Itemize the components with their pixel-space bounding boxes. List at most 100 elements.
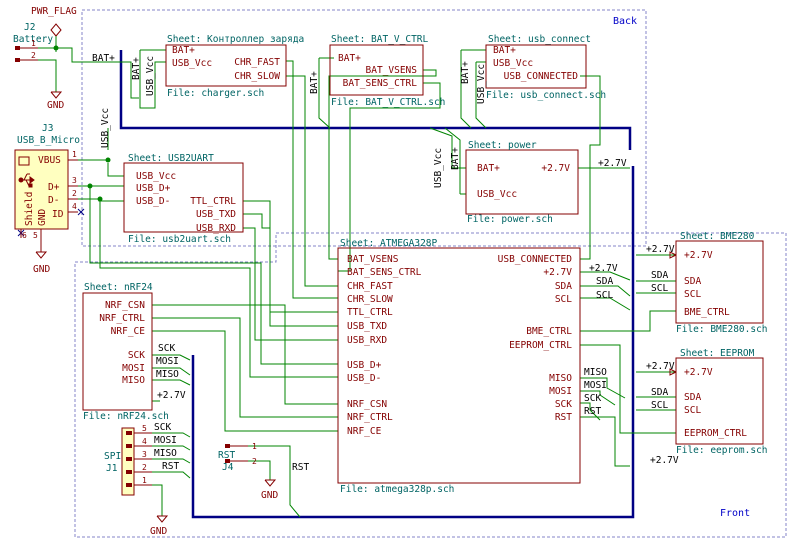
sheet-usb-connect-file: File: usb_connect.sch	[486, 90, 606, 101]
j1-pin-num-1: 1	[142, 476, 147, 485]
sheet-bat-v-title: Sheet: BAT_V_CTRL	[331, 34, 429, 45]
sheet-charger[interactable]: Sheet: Контроллер заряда File: charger.s…	[165, 34, 304, 99]
gnd-j2: GND	[47, 91, 64, 111]
region-back-label: Back	[613, 16, 637, 27]
label-27v-bme: +2.7V	[646, 244, 675, 255]
j3-pin-id: ID	[52, 209, 64, 220]
wires	[38, 36, 676, 518]
j3-pin-num-3: 3	[72, 176, 77, 185]
j4-value: RST	[218, 450, 235, 461]
atmega-pin-rst: RST	[555, 412, 572, 423]
sheet-power-file: File: power.sch	[467, 214, 553, 225]
atmega-pin-scl: SCL	[555, 294, 572, 305]
label-27v-nrf: +2.7V	[157, 390, 186, 401]
j1-ref: J1	[106, 463, 118, 474]
nrf24-pin-csn: NRF_CSN	[105, 300, 145, 311]
label-miso-atmega: MISO	[584, 367, 607, 378]
eeprom-left-pins: +2.7V SDA SCL EEPROM_CTRL	[684, 367, 747, 439]
region-front: Front	[74, 232, 787, 538]
sheet-usb2uart[interactable]: Sheet: USB2UART File: usb2uart.sch USB_V…	[123, 153, 244, 245]
connector-j3[interactable]: J3 USB_B_Micro VBUS D+ D- ID Shield GND …	[14, 123, 85, 252]
atmega-pin-chr-slow: CHR_SLOW	[347, 294, 393, 305]
connector-j2[interactable]: J2 Battery 1 2	[13, 22, 53, 62]
sheet-usb-connect[interactable]: Sheet: usb_connect File: usb_connect.sch…	[485, 34, 606, 101]
sheet-usb2uart-pin-ttlctrl: TTL_CTRL	[190, 196, 236, 207]
sheet-charger-title: Sheet: Контроллер заряда	[167, 34, 304, 45]
sheet-nrf24-title: Sheet: nRF24	[84, 282, 153, 293]
sheet-bat-v-pin-bat: BAT+	[338, 53, 361, 64]
region-back: Back	[81, 9, 647, 247]
j1-pins	[134, 432, 152, 486]
label-bat-plus-power: BAT+	[450, 147, 461, 170]
j3-gnd-label: GND	[37, 209, 48, 226]
atmega-pin-miso: MISO	[549, 373, 572, 384]
eeprom-pin-sda: SDA	[684, 392, 701, 403]
connector-j1[interactable]: SPI J1 5 4 3 2 1	[104, 424, 152, 496]
atmega-pin-eeprom-ctrl: EEPROM_CTRL	[509, 340, 572, 351]
sheet-usb2uart-pin-usbvcc: USB_Vcc	[136, 171, 176, 182]
sheet-power[interactable]: Sheet: power File: power.sch BAT+ USB_Vc…	[465, 140, 579, 225]
atmega-pin-sck: SCK	[555, 399, 572, 410]
j2-pin1: 1	[31, 39, 36, 48]
label-rst-atmega: RST	[584, 406, 601, 417]
label-sda-eeprom: SDA	[651, 387, 668, 398]
sheet-eeprom-file: File: eeprom.sch	[676, 445, 768, 456]
atmega-pin-mosi: MOSI	[549, 386, 572, 397]
j3-pin-dm: D-	[48, 195, 59, 206]
label-sda-atmega: SDA	[596, 276, 613, 287]
j1-pin-num-4: 4	[142, 437, 147, 446]
label-sck-spi: SCK	[154, 422, 171, 433]
label-rst-spi: RST	[162, 461, 179, 472]
sheet-nrf24-file: File: nRF24.sch	[83, 411, 169, 422]
bus-lines	[119, 50, 635, 519]
label-sda-bme: SDA	[651, 270, 668, 281]
region-front-label: Front	[720, 508, 750, 519]
atmega-pin-bat-sens-ctrl: BAT_SENS_CTRL	[347, 267, 422, 278]
atmega-pin-bat-vsens: BAT_VSENS	[347, 254, 399, 265]
j4-pin1: 1	[252, 442, 257, 451]
j3-pin-num-2: 2	[72, 189, 77, 198]
sheet-usb2uart-pin-txd: USB_TXD	[196, 209, 236, 220]
atmega-pin-usb-txd: USB_TXD	[347, 321, 387, 332]
label-usb-vcc-usbconn: USB_Vcc	[476, 64, 487, 104]
sheet-bat-v-pin-vsens: BAT_VSENS	[366, 65, 418, 76]
j1-pin-num-3: 3	[142, 450, 147, 459]
sheet-bat-v-ctrl[interactable]: Sheet: BAT_V_CTRL File: BAT_V_CTRL.sch B…	[329, 34, 445, 108]
eeprom-pin-scl: SCL	[684, 405, 701, 416]
label-usb-vcc-left: USB_Vcc	[100, 108, 111, 148]
sheet-usb2uart-pin-rxd: USB_RXD	[196, 223, 236, 234]
sheet-usb-connect-pin-bat: BAT+	[493, 45, 516, 56]
j3-ref: J3	[42, 123, 53, 134]
connector-j4[interactable]: RST J4 1 2	[218, 442, 257, 473]
eeprom-pin-ctrl: EEPROM_CTRL	[684, 428, 747, 439]
sheet-charger-pin-chrslow: CHR_SLOW	[234, 71, 280, 82]
label-bat-plus-charger: BAT+	[131, 57, 142, 80]
atmega-pin-usb-dm: USB_D-	[347, 373, 381, 384]
nrf24-pin-sck: SCK	[128, 350, 145, 361]
atmega-pin-usb-rxd: USB_RXD	[347, 335, 387, 346]
sheet-usb2uart-title: Sheet: USB2UART	[128, 153, 214, 164]
atmega-pin-usb-connected: USB_CONNECTED	[498, 254, 573, 265]
j3-pin-num-4: 4	[72, 202, 77, 211]
bme280-pin-27v: +2.7V	[684, 250, 713, 261]
bme280-pin-sda: SDA	[684, 276, 701, 287]
sheet-eeprom[interactable]: Sheet: EEPROM File: eeprom.sch +2.7V SDA…	[675, 348, 768, 456]
sheet-charger-pin-usbvcc: USB_Vcc	[172, 58, 212, 69]
bme280-pin-bme-ctrl: BME_CTRL	[684, 307, 730, 318]
j1-pin-num-5: 5	[142, 424, 147, 433]
sheet-nrf24[interactable]: Sheet: nRF24 File: nRF24.sch NRF_CSN NRF…	[82, 282, 169, 422]
eeprom-pin-27v: +2.7V	[684, 367, 713, 378]
label-sck-nrf: SCK	[158, 343, 175, 354]
atmega-pin-nrf-ce: NRF_CE	[347, 426, 382, 437]
gnd-j3: GND	[33, 251, 50, 275]
sheet-atmega328p[interactable]: Sheet: ATMEGA328P File: atmega328p.sch B…	[337, 238, 581, 495]
usb-symbol-icon	[18, 173, 35, 188]
j3-pin-num-6: 6	[22, 231, 27, 240]
net-labels: BAT+ BAT+ USB_Vcc BAT+ BAT+ USB_Vcc USB_…	[92, 53, 679, 473]
label-bat-plus-batv: BAT+	[309, 71, 320, 94]
atmega-pin-bme-ctrl: BME_CTRL	[526, 326, 572, 337]
sheet-bme280[interactable]: Sheet: BME280 File: BME280.sch +2.7V SDA…	[675, 231, 768, 335]
label-usb-vcc-power: USB_Vcc	[433, 148, 444, 188]
pwr-flag: PWR_FLAG	[31, 6, 77, 37]
